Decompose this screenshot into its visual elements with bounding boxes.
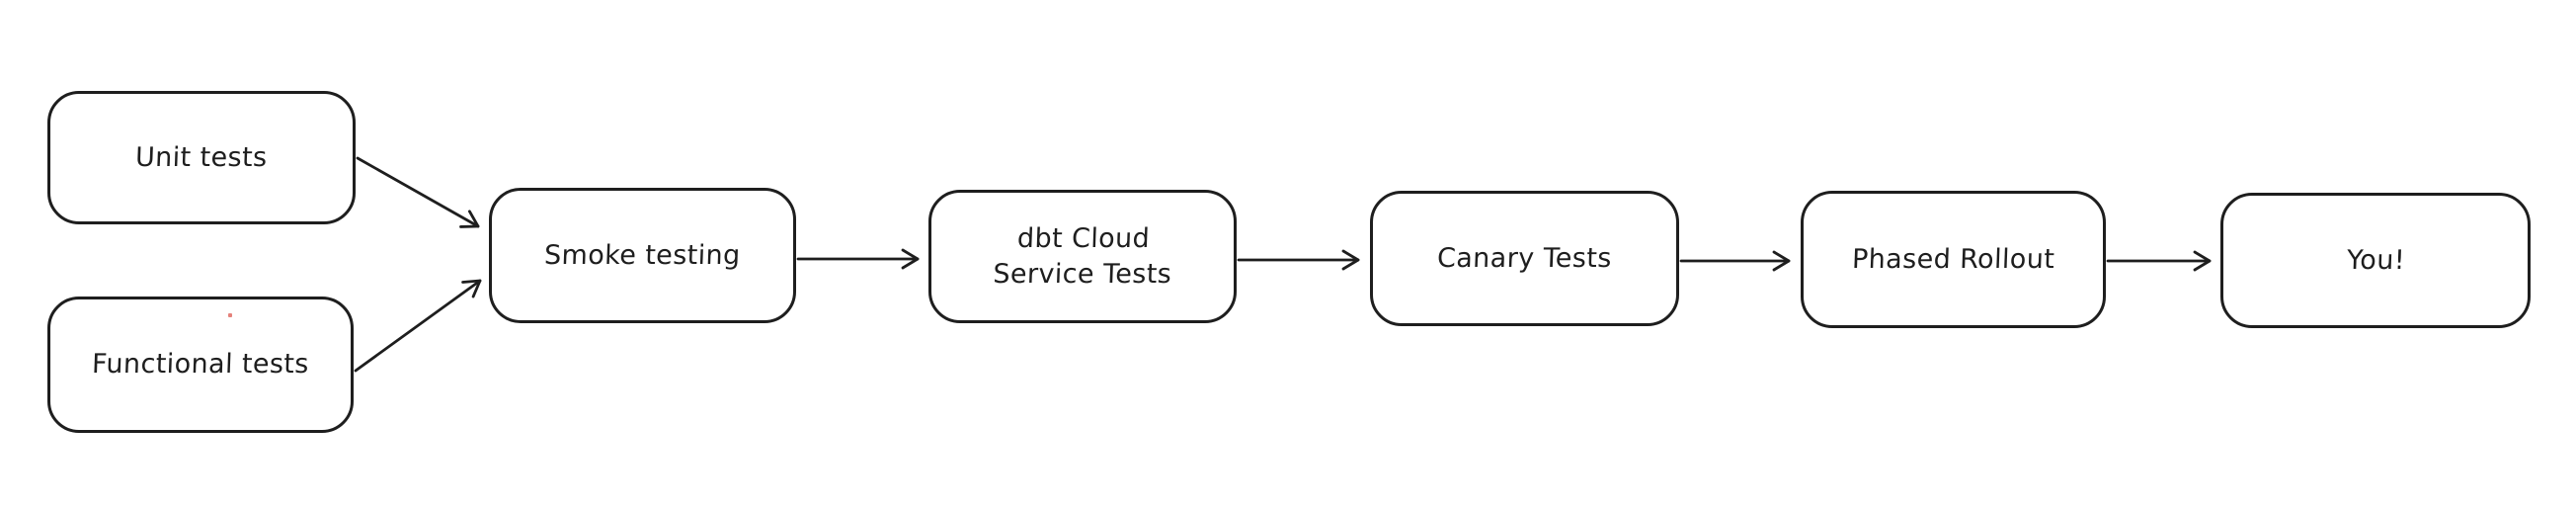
node-functional-tests-label: Functional tests [91,349,310,380]
node-phased-rollout: Phased Rollout [1801,191,2106,328]
node-smoke-testing-label: Smoke testing [543,239,742,271]
node-canary-tests: Canary Tests [1370,191,1679,326]
node-unit-tests-label: Unit tests [134,141,269,173]
node-you-label: You! [2345,244,2406,276]
node-canary-tests-label: Canary Tests [1436,242,1613,274]
stray-red-dot [228,313,232,317]
node-functional-tests: Functional tests [47,297,354,433]
edge-functional-tests-to-smoke-testing [354,279,482,373]
node-unit-tests: Unit tests [47,91,356,224]
node-dbt-cloud-service-tests-label: dbt Cloud Service Tests [992,222,1172,290]
node-dbt-cloud-service-tests: dbt Cloud Service Tests [928,190,1237,323]
node-you: You! [2220,193,2531,328]
node-smoke-testing: Smoke testing [489,188,796,323]
edge-unit-tests-to-smoke-testing [356,156,480,228]
node-phased-rollout-label: Phased Rollout [1851,243,2055,275]
